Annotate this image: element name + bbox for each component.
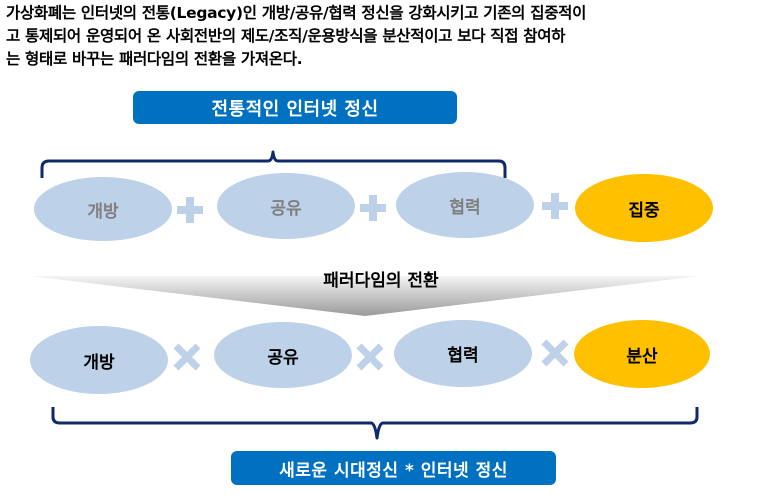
paradigm-shift-label: 패러다임의 전환	[323, 271, 439, 291]
intro-line-2: 고 통제되어 운영되어 온 사회전반의 제도/조직/운용방식을 분산적이고 보다…	[6, 27, 566, 45]
plus-icon	[540, 191, 570, 221]
new-item-openness: 개방	[30, 326, 168, 394]
bottom-brace	[51, 407, 699, 440]
traditional-item-openness: 개방	[34, 177, 172, 241]
new-era-spirit-banner: 새로운 시대정신 * 인터넷 정신	[231, 451, 556, 485]
intro-paragraph: 가상화폐는 인터넷의 전통(Legacy)인 개방/공유/협력 정신을 강화시키…	[6, 2, 762, 71]
plus-icon	[358, 193, 388, 223]
intro-line-3: 는 형태로 바꾸는 패러다임의 전환을 가져온다.	[6, 50, 303, 68]
traditional-item-cooperation: 협력	[396, 172, 534, 238]
times-icon	[540, 338, 570, 368]
new-item-cooperation: 협력	[394, 320, 532, 387]
traditional-item-centralization: 집중	[575, 174, 713, 242]
times-icon	[172, 342, 202, 372]
intro-line-1: 가상화폐는 인터넷의 전통(Legacy)인 개방/공유/협력 정신을 강화시키…	[6, 4, 587, 22]
times-icon	[355, 342, 385, 372]
new-item-decentralization: 분산	[574, 320, 710, 388]
traditional-spirit-banner: 전통적인 인터넷 정신	[133, 91, 457, 124]
traditional-item-sharing: 공유	[217, 173, 355, 239]
new-item-sharing: 공유	[214, 322, 352, 388]
plus-icon	[175, 195, 205, 225]
